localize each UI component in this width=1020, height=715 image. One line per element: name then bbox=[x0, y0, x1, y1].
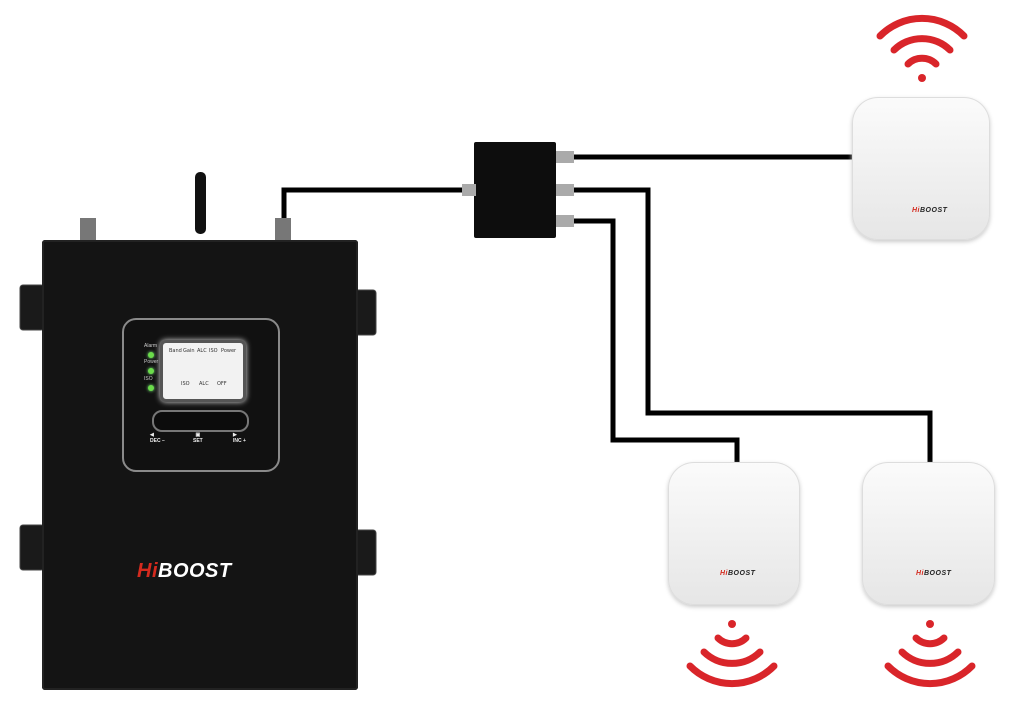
antenna-logo: HiBOOST bbox=[912, 207, 947, 214]
dec-button[interactable]: ◀DEC − bbox=[150, 432, 165, 444]
cable-splitter-to-bottom-left-antenna bbox=[574, 218, 740, 463]
antenna-logo: HiBOOST bbox=[916, 570, 951, 577]
led-label: ISO bbox=[144, 376, 153, 382]
booster-antenna bbox=[195, 172, 206, 234]
logo-hi: Hi bbox=[720, 570, 728, 577]
mounting-brackets bbox=[19, 284, 377, 576]
lcd-display: Band Gain ALC ISO Power ISO ALC OFF bbox=[160, 340, 246, 402]
dec-label: DEC − bbox=[150, 438, 165, 444]
hiboost-logo: HiBOOST bbox=[137, 560, 232, 583]
cables bbox=[281, 154, 933, 463]
indoor-antenna-bottom-left: HiBOOST bbox=[668, 462, 800, 605]
lcd-header: ISO bbox=[209, 348, 218, 354]
lcd-header: Power bbox=[221, 348, 237, 354]
lcd-footer: ISO bbox=[181, 381, 190, 387]
wifi-signal-icon-bottom-right bbox=[884, 620, 976, 687]
power-led-icon bbox=[148, 368, 154, 374]
antenna-logo: HiBOOST bbox=[720, 570, 755, 577]
led-label: Alarm bbox=[144, 343, 158, 349]
lcd-footer: ALC bbox=[199, 381, 209, 387]
set-label: SET bbox=[193, 438, 203, 444]
lcd-header: ALC bbox=[197, 348, 207, 354]
logo-boost: BOOST bbox=[924, 570, 952, 577]
logo-hi: Hi bbox=[912, 207, 920, 214]
indoor-antenna-bottom-right: HiBOOST bbox=[862, 462, 995, 605]
logo-hi: Hi bbox=[137, 560, 158, 582]
cable-splitter-to-bottom-right-antenna bbox=[574, 187, 933, 463]
logo-hi: Hi bbox=[916, 570, 924, 577]
wifi-signal-icon-bottom-left bbox=[686, 620, 778, 687]
iso-led-icon bbox=[148, 385, 154, 391]
lcd-footer: OFF bbox=[217, 381, 227, 387]
booster-connector-right bbox=[275, 218, 291, 242]
indoor-antenna-top-right: HiBOOST bbox=[852, 97, 990, 240]
booster-connector-left bbox=[80, 218, 96, 242]
lcd-header: Gain bbox=[183, 348, 195, 354]
cable-booster-to-splitter bbox=[281, 187, 466, 222]
lcd-header: Band bbox=[169, 348, 182, 354]
wifi-signal-icon-top bbox=[876, 15, 968, 82]
splitter bbox=[462, 142, 574, 238]
control-button-bar[interactable] bbox=[152, 410, 249, 432]
alarm-led-icon bbox=[148, 352, 154, 358]
inc-button[interactable]: ▶INC + bbox=[233, 432, 246, 444]
led-label: Power bbox=[144, 359, 159, 365]
inc-label: INC + bbox=[233, 438, 246, 444]
logo-boost: BOOST bbox=[158, 560, 232, 582]
set-button[interactable]: ▣SET bbox=[193, 432, 203, 444]
logo-boost: BOOST bbox=[728, 570, 756, 577]
logo-boost: BOOST bbox=[920, 207, 948, 214]
